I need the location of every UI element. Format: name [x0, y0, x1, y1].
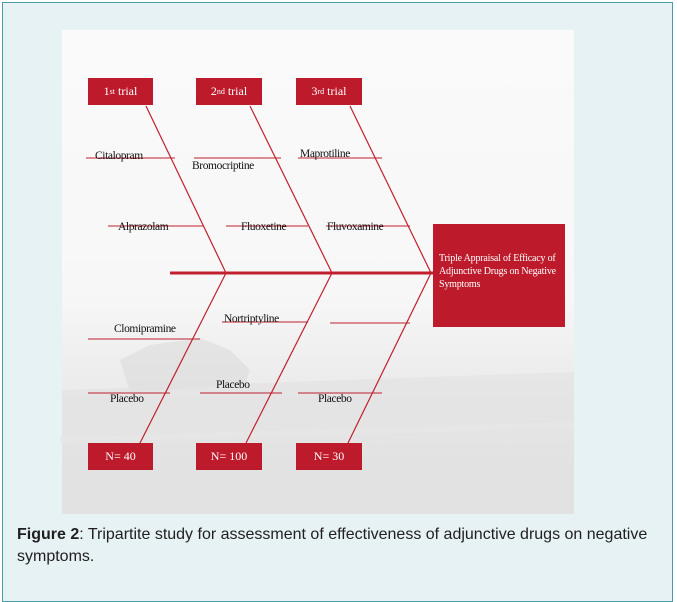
effect-box: Triple Appraisal of Efficacy of Adjuncti…: [433, 224, 565, 327]
label-fluvoxamine: Fluvoxamine: [327, 221, 384, 233]
caption-text: : Tripartite study for assessment of eff…: [17, 526, 648, 565]
label-fluoxetine: Fluoxetine: [241, 221, 287, 233]
label-placebo-1: Placebo: [110, 393, 144, 405]
bone-trial-1-upper: [145, 105, 227, 274]
sample-size-trial-2: N= 100: [196, 443, 262, 470]
sample-size-trial-1: N= 40: [88, 443, 153, 470]
trial-3-ordinal: 3: [311, 84, 318, 98]
trial-3-word: trial: [327, 84, 347, 98]
trial-2-word: trial: [227, 84, 248, 98]
label-citalopram: Citalopram: [95, 150, 143, 162]
bone-trial-1-lower: [139, 272, 227, 444]
trial-1-ordinal: 1: [103, 84, 110, 98]
label-bromocriptine: Bromocriptine: [192, 160, 254, 172]
background-scene: [59, 338, 575, 514]
label-alprazolam: Alprazolam: [118, 221, 169, 233]
trial-1-word: trial: [118, 84, 138, 98]
label-placebo-2: Placebo: [216, 379, 250, 391]
label-maprotiline: Maprotiline: [300, 148, 350, 160]
bone-trial-2-upper: [249, 105, 333, 274]
sample-size-trial-3: N= 30: [296, 443, 362, 470]
label-clomipramine: Clomipramine: [114, 323, 176, 335]
bone-trial-3-lower: [347, 272, 432, 444]
bone-trial-3-upper: [349, 105, 432, 274]
caption-label: Figure 2: [17, 526, 80, 543]
trial-2-ordinal: 2: [210, 84, 217, 98]
label-nortriptyline: Nortriptyline: [224, 313, 279, 325]
figure-caption: Figure 2: Tripartite study for assessmen…: [17, 524, 662, 568]
label-placebo-3: Placebo: [318, 393, 352, 405]
bone-trial-2-lower: [245, 272, 333, 444]
